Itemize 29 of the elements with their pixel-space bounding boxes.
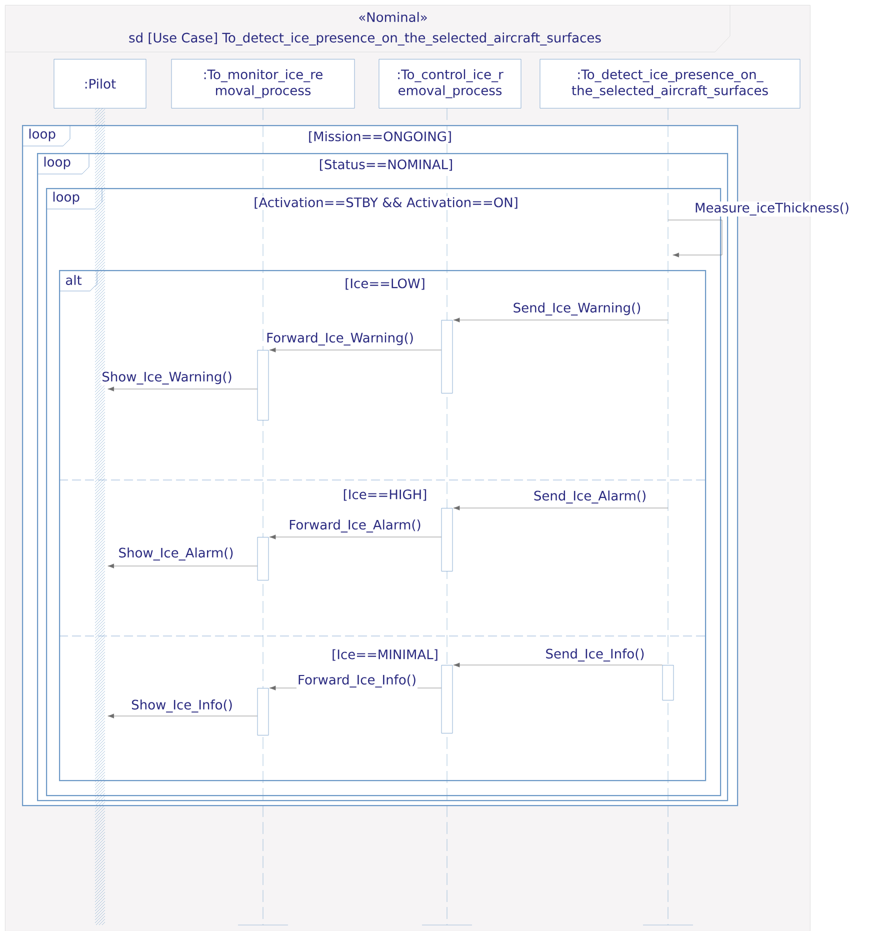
message-arrow [108, 564, 258, 568]
message-label: Measure_iceThickness() [694, 202, 850, 216]
activation-bar [662, 665, 674, 700]
edge-label: Show_Ice_Info() [130, 698, 234, 714]
lifeline-head: :To_control_ice_r emoval_process [378, 59, 522, 108]
edge-label: Send_Ice_Alarm() [532, 490, 648, 504]
edge-label: Show_Ice_Alarm() [117, 546, 235, 562]
message-arrow [453, 506, 668, 510]
edge-label: Send_Ice_Warning() [512, 302, 642, 316]
message-arrow [453, 662, 662, 668]
message-arrow [108, 714, 258, 718]
message-arrow [108, 386, 258, 392]
edge-label: Show_Ice_Warning() [100, 370, 234, 386]
message-arrow [269, 348, 442, 352]
activation-bar [441, 508, 453, 572]
activation-bar [441, 665, 453, 734]
lifeline-head: :Pilot [54, 59, 146, 108]
lifeline-head: :To_monitor_ice_re moval_process [171, 59, 355, 108]
message-arrow [269, 534, 442, 540]
edge-label: Forward_Ice_Alarm() [288, 518, 422, 534]
activation-bar [257, 537, 269, 580]
edge-label: Forward_Ice_Info() [296, 674, 418, 688]
edge-label: Forward_Ice_Warning() [265, 332, 415, 346]
activation-bar [257, 688, 269, 736]
lifeline-head: :To_detect_ice_presence_on_ the_selected_aircraft_surfaces [540, 59, 800, 108]
message-arrow [453, 318, 668, 322]
activation-bar [257, 350, 269, 420]
edge-label: Send_Ice_Info() [544, 648, 646, 662]
activation-bar [441, 320, 453, 394]
